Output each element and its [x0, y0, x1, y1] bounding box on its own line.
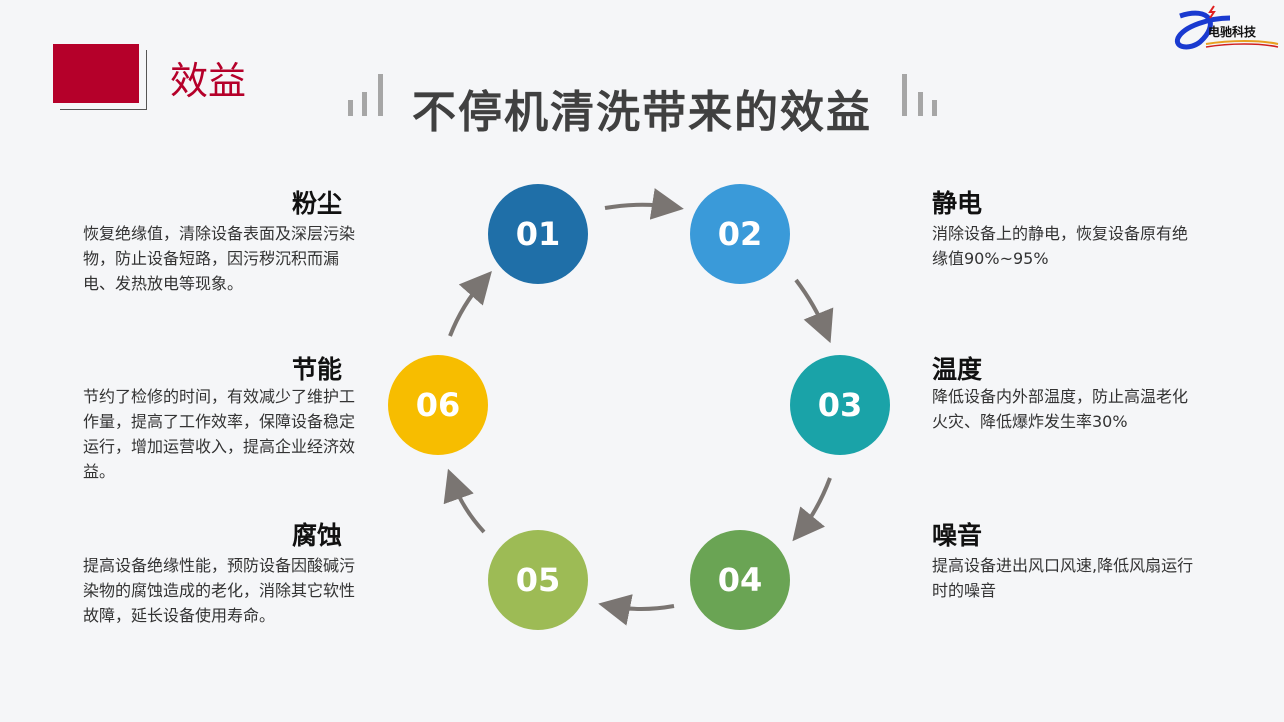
title-decor-bar	[348, 100, 353, 116]
step-circle-06: 06	[388, 355, 488, 455]
step-title-04: 噪音	[932, 521, 983, 550]
step-circle-01: 01	[488, 184, 588, 284]
company-logo: 电驰科技	[1174, 5, 1279, 50]
page-title: 不停机清洗带来的效益	[412, 87, 872, 138]
section-box-shadow	[60, 50, 147, 110]
step-text-01: 恢复绝缘值，清除设备表面及深层污染物，防止设备短路，因污秽沉积而漏电、发热放电等…	[83, 224, 356, 293]
step-circle-05: 05	[488, 530, 588, 630]
arrow-02-03	[794, 278, 834, 344]
arrow-03-04	[792, 477, 832, 542]
title-decor-bar	[918, 92, 923, 116]
title-decor-bar	[902, 74, 907, 116]
title-decor-bar	[362, 92, 367, 116]
step-text-06: 节约了检修的时间，有效减少了维护工作量，提高了工作效率，保障设备稳定运行，增加运…	[83, 387, 356, 481]
step-title-03: 温度	[932, 355, 983, 384]
title-decor-bar	[378, 74, 383, 116]
step-text-04: 提高设备进出风口风速,降低风扇运行时的噪音	[932, 556, 1194, 600]
step-circle-04: 04	[690, 530, 790, 630]
step-title-06: 节能	[292, 355, 343, 384]
arrow-05-06	[443, 468, 486, 534]
svg-text:电驰科技: 电驰科技	[1208, 24, 1257, 39]
step-title-05: 腐蚀	[292, 521, 343, 550]
arrow-01-02	[604, 188, 684, 220]
step-text-05: 提高设备绝缘性能，预防设备因酸碱污染物的腐蚀造成的老化，消除其它软性故障，延长设…	[83, 556, 356, 625]
section-title: 效益	[170, 59, 247, 103]
step-title-02: 静电	[932, 189, 983, 218]
arrow-04-05	[598, 594, 675, 626]
step-text-02: 消除设备上的静电，恢复设备原有绝缘值90%~95%	[932, 224, 1189, 268]
step-circle-03: 03	[790, 355, 890, 455]
step-text-03: 降低设备内外部温度，防止高温老化火灾、降低爆炸发生率30%	[932, 387, 1189, 431]
step-title-01: 粉尘	[292, 189, 343, 218]
step-circle-02: 02	[690, 184, 790, 284]
title-decor-bar	[932, 100, 937, 116]
arrow-06-01	[448, 270, 492, 337]
section-box	[53, 44, 139, 103]
